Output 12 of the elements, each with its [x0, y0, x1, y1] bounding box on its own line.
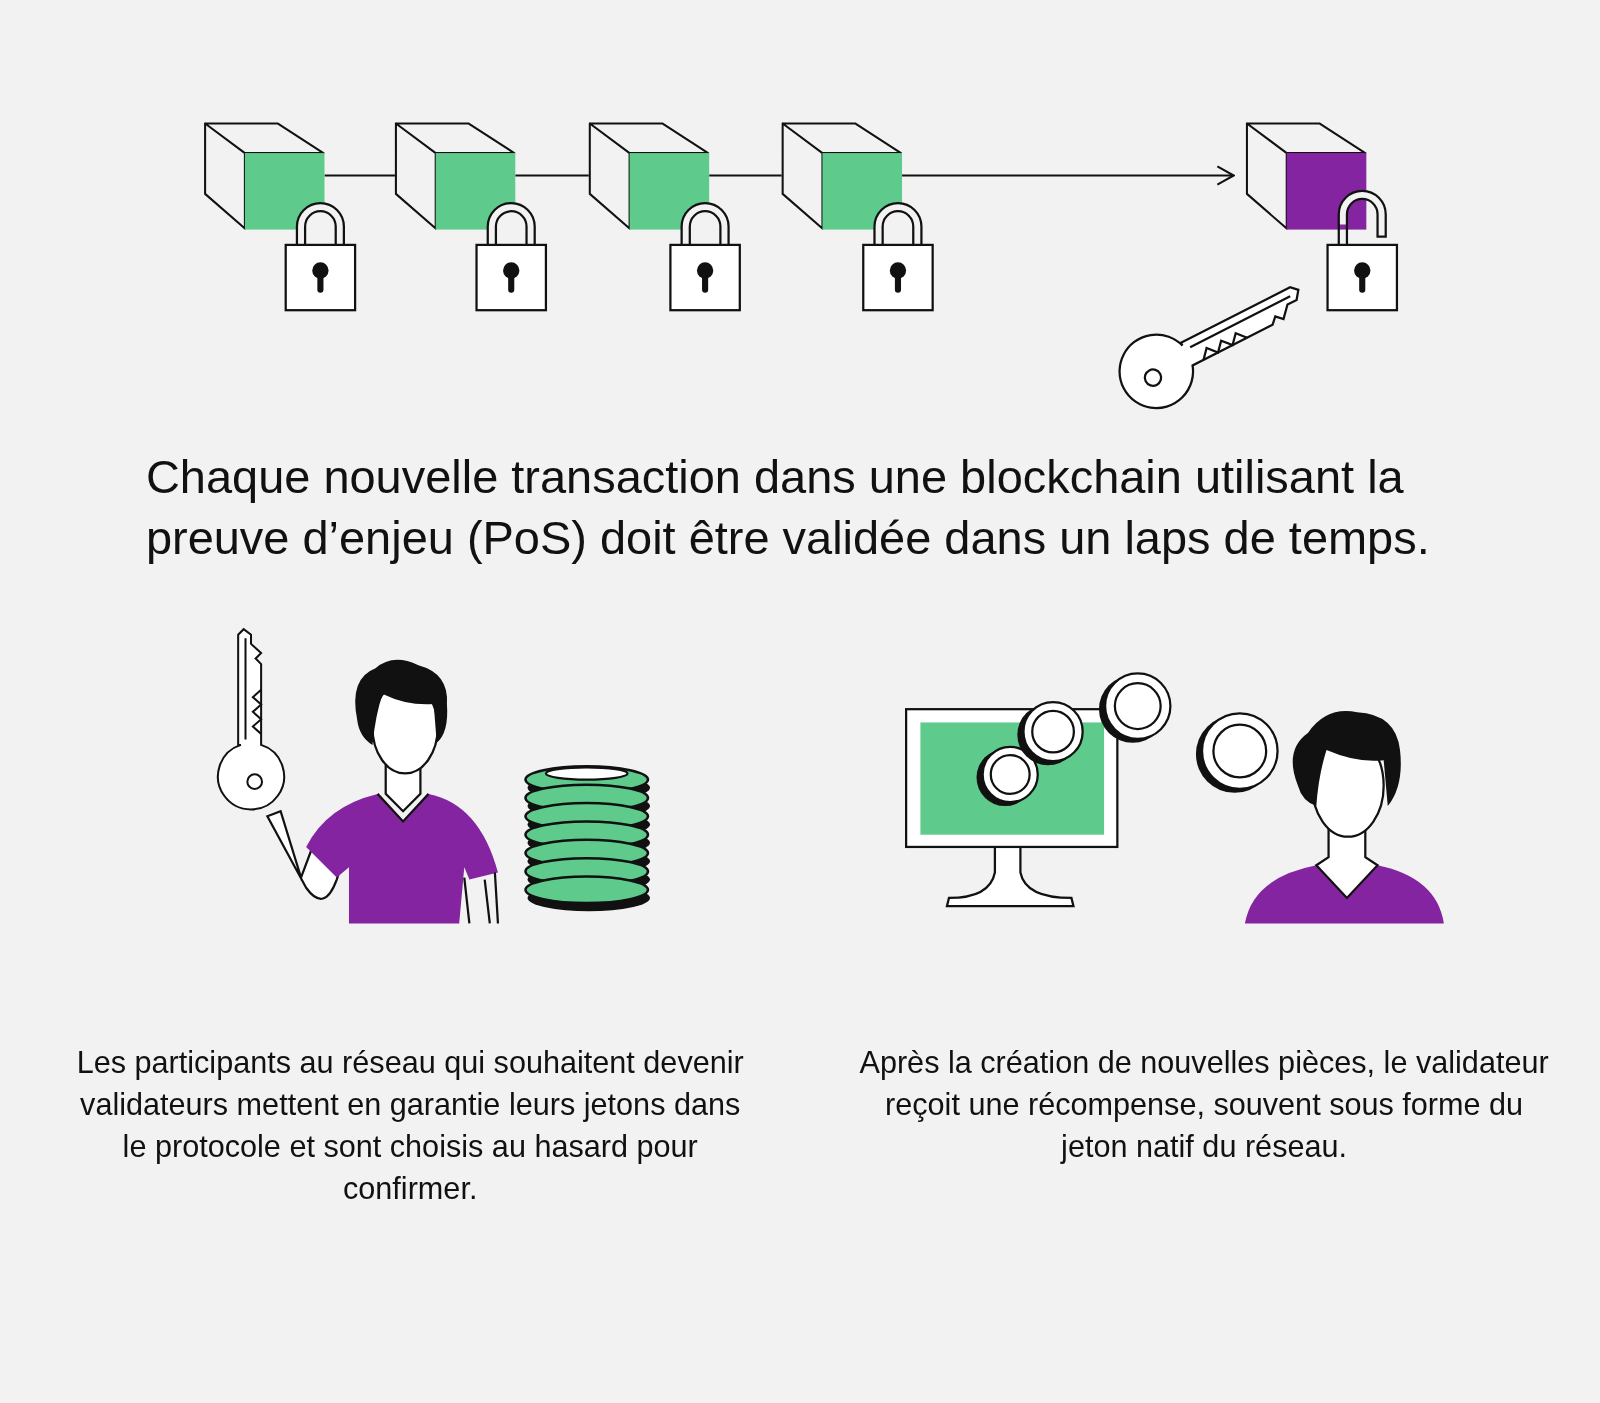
block-cube	[1245, 122, 1367, 230]
block-cube	[781, 122, 903, 230]
connector-line	[515, 174, 589, 177]
heading: Chaque nouvelle transaction dans une blockchain utilisant la preuve d’enjeu (PoS) doit être validée dans un laps de temps.	[145, 449, 1431, 567]
block-cube	[588, 122, 710, 230]
block-cube	[394, 122, 516, 230]
arrow	[902, 165, 1235, 186]
caption: Les participants au réseau qui souhaitent devenir validateurs mettent en garantie leurs jetons dans le protocole et sont choisis au hasard pour confirmer.	[75, 1044, 745, 1208]
connector-line	[709, 174, 782, 177]
caption: Après la création de nouvelles pièces, le validateur reçoit une récompense, souvent sous forme du jeton natif du réseau.	[858, 1044, 1550, 1166]
connector-line	[324, 174, 395, 177]
block-cube	[204, 122, 325, 230]
